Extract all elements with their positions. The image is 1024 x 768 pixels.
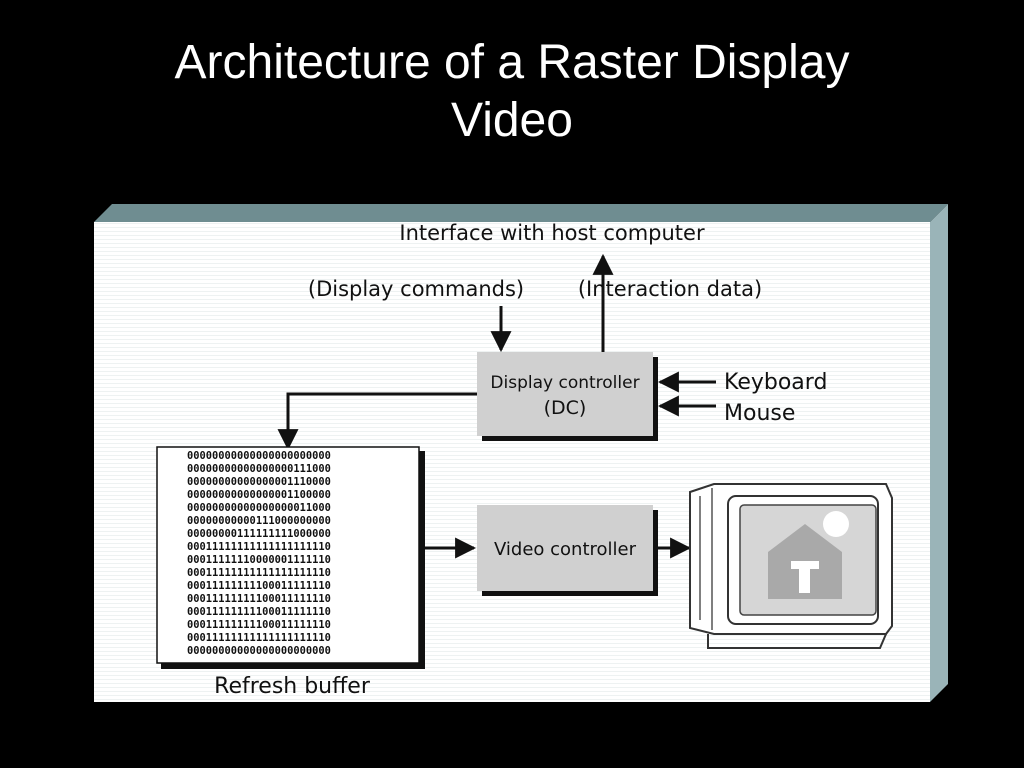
buffer-row: 00000000000111000000000	[187, 515, 331, 527]
buffer-row: 00011111111111111111110	[187, 632, 331, 644]
slide-title: Architecture of a Raster Display Video	[0, 34, 1024, 150]
refresh-buffer-box	[156, 446, 420, 664]
display-commands-label: (Display commands)	[308, 277, 524, 301]
title-line-2: Video	[451, 94, 573, 147]
buffer-row: 00011111111100011111110	[187, 580, 331, 592]
buffer-row: 00011111110000001111110	[187, 554, 331, 566]
buffer-row: 00000000111111111000000	[187, 528, 331, 540]
buffer-row: 00011111111111111111110	[187, 541, 331, 553]
buffer-row: 00000000000000000000000	[187, 645, 331, 657]
crt-monitor-icon	[689, 483, 893, 649]
panel-right-edge	[930, 204, 948, 702]
video-controller-box	[477, 505, 653, 591]
buffer-row: 00000000000000001110000	[187, 476, 331, 488]
buffer-row: 00000000000000000000000	[187, 450, 331, 462]
refresh-buffer-bits: 00000000000000000000000 0000000000000000…	[187, 450, 331, 657]
buffer-row: 00000000000000001100000	[187, 489, 331, 501]
mouse-label: Mouse	[724, 401, 795, 426]
display-controller-label: Display controller	[490, 373, 639, 393]
buffer-row: 00011111111111111111110	[187, 567, 331, 579]
dc-to-buffer-arrow	[277, 392, 477, 451]
refresh-buffer-label: Refresh buffer	[214, 674, 371, 699]
display-controller-abbr: (DC)	[544, 397, 587, 419]
panel-top-edge	[94, 204, 948, 222]
display-controller-box	[477, 352, 653, 436]
buffer-row: 00011111111100011111110	[187, 619, 331, 631]
host-interface-label: Interface with host computer	[399, 221, 705, 245]
video-controller-label: Video controller	[494, 539, 637, 560]
buffer-row: 00000000000000000111000	[187, 463, 331, 475]
buffer-row: 00011111111100011111110	[187, 593, 331, 605]
interaction-data-label: (Interaction data)	[578, 277, 762, 301]
keyboard-label: Keyboard	[724, 370, 827, 395]
buffer-row: 00011111111100011111110	[187, 606, 331, 618]
buffer-row: 00000000000000000011000	[187, 502, 331, 514]
title-line-1: Architecture of a Raster Display	[174, 36, 850, 89]
